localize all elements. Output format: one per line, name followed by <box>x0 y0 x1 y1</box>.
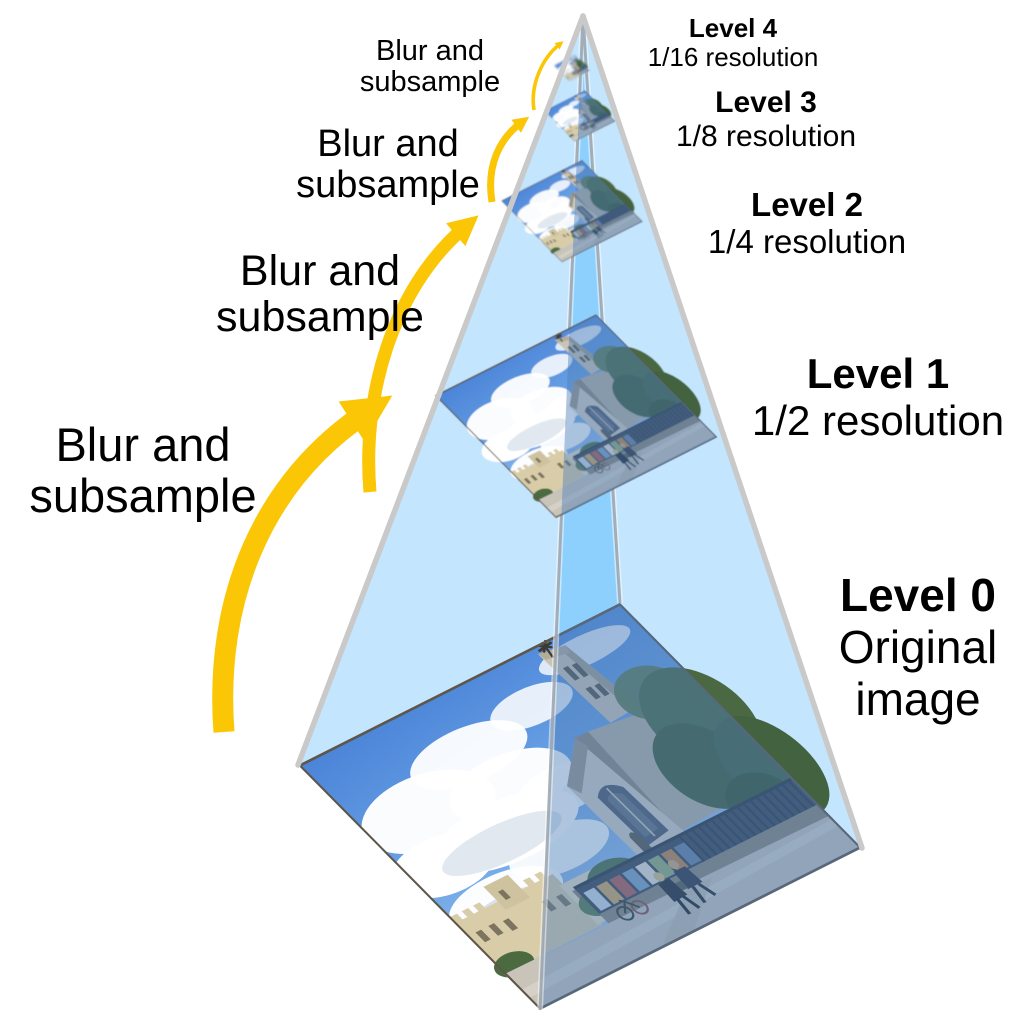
arrow-blur-subsample-4 <box>531 41 564 111</box>
arrow-blur-subsample-2 <box>362 215 479 493</box>
blur-label-line2: subsample <box>359 66 501 99</box>
blur-label-line2: subsample <box>29 468 257 522</box>
level-2-title: Level 2 <box>751 186 863 223</box>
blur-subsample-label-2: Blur and subsample <box>296 123 480 207</box>
level-0-tint <box>540 603 862 1010</box>
blur-label-line1: Blur and <box>55 418 231 471</box>
level-1-label: Level 1 1/2 resolution <box>752 350 1004 445</box>
blur-subsample-label-3: Blur and subsample <box>216 248 424 341</box>
blur-label-line2: subsample <box>296 164 480 207</box>
level-1-subtitle: 1/2 resolution <box>751 397 1005 445</box>
level-3-label: Level 3 1/8 resolution <box>676 86 856 154</box>
arrow-blur-subsample-1 <box>212 395 393 733</box>
pyramid-outer-edges <box>295 13 865 851</box>
blur-label-line1: Blur and <box>375 35 484 67</box>
arrow-blur-subsample-3 <box>487 116 530 203</box>
blur-subsample-label-1: Blur and subsample <box>359 35 501 99</box>
blur-subsample-label-4: Blur and subsample <box>29 418 257 522</box>
level-4-subtitle: 1/16 resolution <box>647 42 819 73</box>
blur-label-line1: Blur and <box>239 247 401 295</box>
blur-label-line1: Blur and <box>317 123 459 165</box>
level-0-label: Level 0 Original image <box>809 569 1024 726</box>
level-2-subtitle: 1/4 resolution <box>707 223 907 261</box>
level-3-subtitle: 1/8 resolution <box>675 119 857 153</box>
level-4-label: Level 4 1/16 resolution <box>647 13 819 73</box>
level-0-subtitle: Original image <box>838 620 998 725</box>
blur-label-line2: subsample <box>216 293 424 342</box>
level-3-title: Level 3 <box>715 86 817 119</box>
level-2-label: Level 2 1/4 resolution <box>708 186 906 261</box>
level-0-title: Level 0 <box>840 569 996 621</box>
arrows <box>212 41 564 733</box>
level-4-title: Level 4 <box>688 13 778 43</box>
level-1-title: Level 1 <box>806 350 950 397</box>
